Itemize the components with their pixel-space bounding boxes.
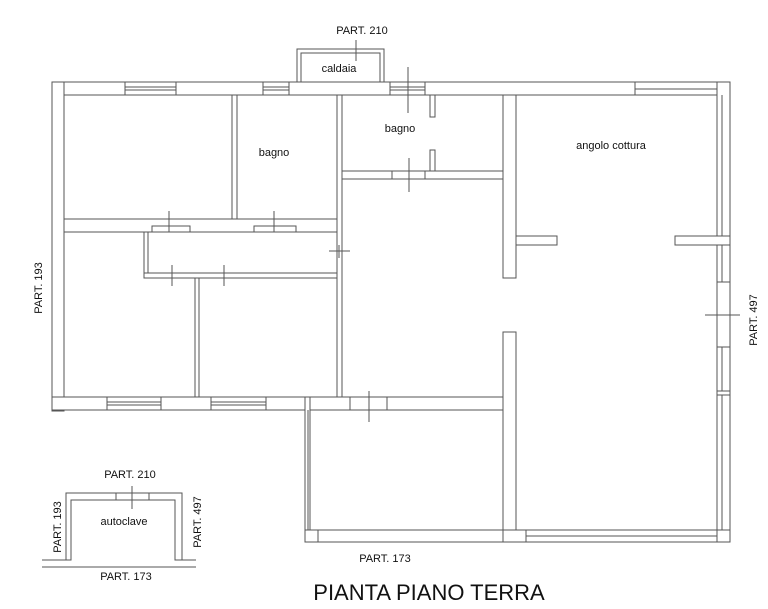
bedroom-divider-wall xyxy=(194,277,200,398)
bagno-left-wall xyxy=(231,94,238,220)
window xyxy=(106,396,162,411)
inset-label-bottom: PART. 173 xyxy=(100,571,152,583)
room-label-autoclave: autoclave xyxy=(100,516,147,528)
room-label-bagno: bagno xyxy=(259,147,290,159)
corner-pillar xyxy=(502,529,527,543)
caldaia-wall xyxy=(296,48,385,83)
autoclave-inset: PART. 210 PART. 193 PART. 497 PART. 173 … xyxy=(42,469,204,583)
windows xyxy=(106,81,730,543)
window xyxy=(262,81,290,96)
autoclave-wall xyxy=(65,492,183,561)
room-label-caldaia: caldaia xyxy=(322,63,358,75)
window xyxy=(717,95,730,530)
doors xyxy=(168,40,740,422)
boundary-label-right: PART. 497 xyxy=(748,294,760,346)
kitchen-stub-right xyxy=(674,235,731,246)
window xyxy=(525,529,718,543)
inset-label-left: PART. 193 xyxy=(52,501,64,553)
kitchen-stub-left xyxy=(515,235,558,246)
corridor-bottom-wall xyxy=(143,272,338,279)
kitchen-wall-lower xyxy=(502,331,517,543)
corridor-top-wall xyxy=(63,218,338,233)
corner-pillar xyxy=(304,529,319,543)
room-label-bagno: bagno xyxy=(385,123,416,135)
room-label-kitchen: angolo cottura xyxy=(576,140,647,152)
bagno-partition-bottom xyxy=(429,149,436,172)
boundary-label-top: PART. 210 xyxy=(336,25,388,37)
window xyxy=(210,396,267,411)
plan-title: PIANTA PIANO TERRA xyxy=(313,580,545,605)
door-symbol xyxy=(349,391,388,422)
corridor-left-wall xyxy=(143,231,149,279)
boundary-label-bottom: PART. 173 xyxy=(359,553,411,565)
right-wall xyxy=(716,81,731,543)
bagno-partition-top xyxy=(429,94,436,118)
window xyxy=(124,81,177,96)
inset-label-top: PART. 210 xyxy=(104,469,156,481)
kitchen-wall-upper xyxy=(502,94,517,279)
window xyxy=(634,81,718,96)
door-symbol xyxy=(391,158,426,192)
boundary-label-left: PART. 193 xyxy=(33,262,45,314)
left-wall xyxy=(51,81,65,412)
corridor-notch xyxy=(151,225,297,232)
inset-label-right: PART. 497 xyxy=(192,496,204,548)
